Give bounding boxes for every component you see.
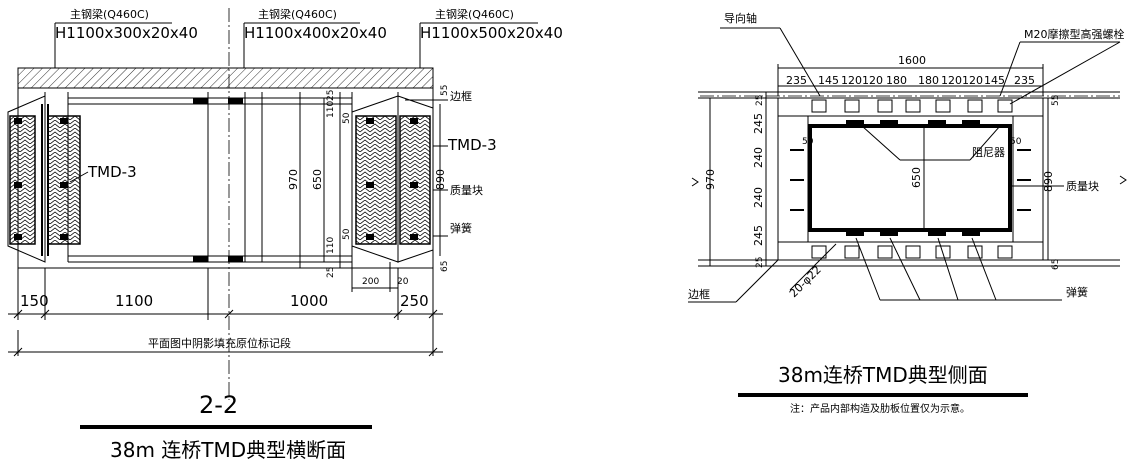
svg-text:970: 970: [704, 169, 717, 190]
svg-text:145: 145: [818, 74, 839, 87]
svg-text:1600: 1600: [898, 54, 926, 67]
beam-2-name: 主钢梁(Q460C): [258, 7, 337, 21]
svg-text:235: 235: [1014, 74, 1035, 87]
svg-text:25: 25: [326, 267, 336, 278]
svg-text:120: 120: [962, 74, 983, 87]
right-note: 注：产品内部构造及肋板位置仅为示意。: [790, 402, 970, 415]
svg-text:120: 120: [841, 74, 862, 87]
svg-text:50: 50: [1010, 137, 1022, 147]
svg-text:110: 110: [326, 101, 336, 118]
dim-650: 650: [311, 169, 324, 190]
left-vertical-dims: 970 25 245 240 240 245 25: [691, 92, 767, 268]
svg-text:250: 250: [400, 292, 429, 310]
svg-text:120: 120: [862, 74, 883, 87]
beam-labels: 主钢梁(Q460C) H1100x300x20x40 主钢梁(Q460C) H1…: [54, 7, 563, 68]
dim-890: 890: [434, 169, 447, 190]
svg-text:55: 55: [1051, 95, 1061, 106]
svg-text:650: 650: [910, 167, 923, 188]
shading-note: 平面图中阴影填充原位标记段: [148, 336, 291, 350]
svg-text:55: 55: [440, 85, 450, 96]
svg-text:50: 50: [342, 228, 352, 240]
left-title: 38m 连桥TMD典型横断面: [110, 438, 346, 462]
left-cross-section: 主钢梁(Q460C) H1100x300x20x40 主钢梁(Q460C) H1…: [7, 7, 563, 462]
mass-label: 质量块: [450, 184, 483, 197]
tmd-left-label: TMD-3: [87, 163, 137, 181]
beam-1-name: 主钢梁(Q460C): [70, 7, 149, 21]
svg-text:180: 180: [918, 74, 939, 87]
tmd-left-block: [7, 95, 81, 263]
dim-970: 970: [287, 169, 300, 190]
damper-label: 阻尼器: [972, 146, 1005, 159]
svg-text:145: 145: [984, 74, 1005, 87]
svg-text:65: 65: [1051, 259, 1061, 270]
tmd-right-block: [351, 95, 434, 263]
left-inner-dims: 970 650 25 110 50 110 50 25 890 55 65 20…: [287, 85, 450, 292]
svg-text:1100: 1100: [115, 292, 153, 310]
frame-label: 边框: [450, 90, 472, 103]
section-mark: 2-2: [199, 391, 238, 419]
tmd-right-label: TMD-3: [447, 136, 497, 154]
svg-text:25: 25: [755, 95, 765, 106]
right-side-view: 导向轴 M20摩擦型高强螺栓 1600 235 145 120 120 180 …: [688, 11, 1127, 415]
beam-2-size: H1100x400x20x40: [244, 24, 387, 42]
beam-3-name: 主钢梁(Q460C): [435, 7, 514, 21]
mass-label-right: 质量块: [1066, 180, 1099, 193]
svg-text:890: 890: [1042, 171, 1055, 192]
svg-text:235: 235: [786, 74, 807, 87]
rebar-label: 20-φ22: [787, 263, 824, 300]
svg-text:110: 110: [326, 237, 336, 254]
svg-text:180: 180: [886, 74, 907, 87]
svg-text:50: 50: [802, 137, 814, 147]
bottom-leaders: 边框 20-φ22 弹簧: [688, 237, 1088, 303]
svg-text:245: 245: [752, 113, 765, 134]
guide-axis-label: 导向轴: [724, 11, 757, 25]
top-bolt-row: [777, 97, 1044, 261]
top-dims: 1600 235 145 120 120 180 180 120 120 145…: [777, 54, 1044, 96]
bolt-label: M20摩擦型高强螺栓: [1024, 27, 1125, 41]
svg-text:50: 50: [342, 112, 352, 124]
frame-label-right: 边框: [688, 288, 710, 301]
beam-1-size: H1100x300x20x40: [55, 24, 198, 42]
svg-text:240: 240: [752, 147, 765, 168]
beam-3-size: H1100x500x20x40: [420, 24, 563, 42]
svg-text:20: 20: [397, 277, 409, 287]
svg-text:65: 65: [440, 261, 450, 272]
svg-text:150: 150: [20, 292, 49, 310]
svg-text:245: 245: [752, 225, 765, 246]
svg-text:120: 120: [941, 74, 962, 87]
svg-text:200: 200: [362, 277, 379, 287]
bottom-dimensions: 150 1100 1000 250 平面图中阴影填充原位标记段: [8, 268, 443, 357]
top-slab: [17, 67, 434, 89]
spring-label: 弹簧: [450, 221, 472, 235]
svg-text:1000: 1000: [290, 292, 328, 310]
svg-text:25: 25: [326, 90, 336, 101]
svg-text:25: 25: [755, 257, 765, 268]
svg-text:240: 240: [752, 187, 765, 208]
mass-block: [808, 124, 1012, 232]
right-title: 38m连桥TMD典型侧面: [778, 363, 988, 387]
right-vertical-dims: 890 55 65: [1042, 95, 1127, 270]
spring-label-right: 弹簧: [1066, 285, 1088, 299]
